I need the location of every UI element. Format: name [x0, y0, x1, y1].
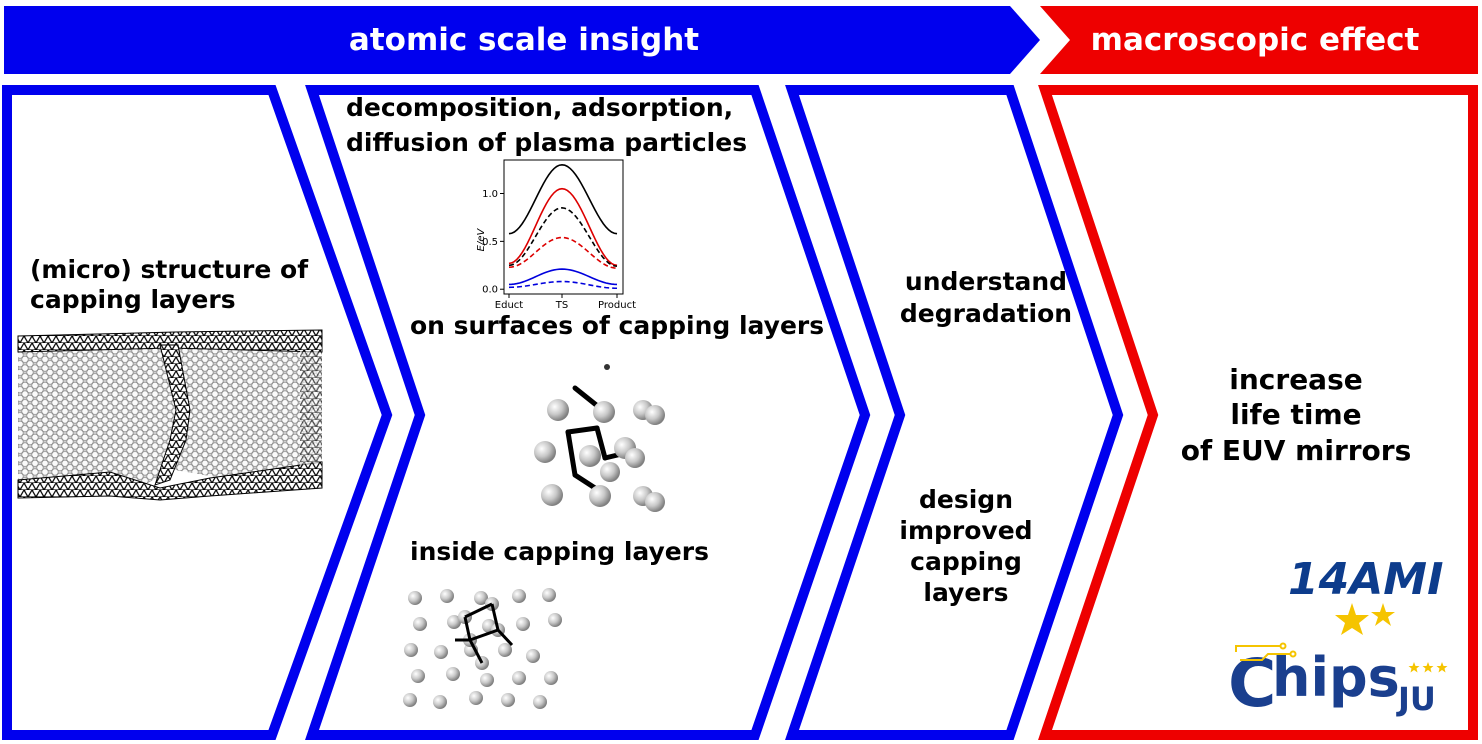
14ami-logo-text: 14AMI — [1288, 554, 1443, 605]
capping-layer-structure-image — [17, 329, 323, 501]
lattice-atom — [480, 673, 494, 687]
x-tick-label: TS — [555, 300, 568, 311]
lattice-atom — [474, 591, 488, 605]
chips-ju-logo: C hips JU — [1228, 642, 1448, 722]
bulk-molecule-image — [403, 588, 562, 709]
circuit-lines-icon — [1235, 642, 1297, 661]
small-stars-icon — [1408, 662, 1448, 673]
lattice-atom — [403, 693, 417, 707]
lattice-atom — [533, 695, 547, 709]
chart-frame — [503, 159, 624, 295]
surface-molecule-image — [534, 364, 665, 512]
series-line-5 — [508, 268, 618, 286]
chips-logo-c: C — [1228, 645, 1276, 722]
panel-structure — [2, 85, 393, 740]
panel1-line1: (micro) structure of — [30, 255, 309, 284]
panel-understand — [785, 85, 1124, 740]
series-line-3 — [508, 207, 618, 268]
macroscopic-title: macroscopic effect — [1091, 22, 1420, 58]
eu-stars-icon — [1335, 603, 1395, 635]
panel3-design-line2: improved — [899, 516, 1032, 545]
panel4-line1: increase — [1229, 363, 1362, 396]
molecule-bond — [490, 603, 500, 631]
panel2-top-line1: decomposition, adsorption, — [346, 93, 733, 122]
series-line-4 — [508, 236, 618, 269]
y-tick-label: 1.0 — [482, 189, 498, 200]
panel3-understand-line1: understand — [905, 267, 1067, 296]
x-tick-label: Educt — [495, 300, 524, 311]
panel3-design-line4: layers — [923, 578, 1008, 607]
lattice-atom — [447, 615, 461, 629]
lattice-atom — [413, 617, 427, 631]
series-line-1 — [508, 163, 618, 235]
atomic-scale-banner — [4, 6, 1040, 74]
panel-processes — [305, 85, 871, 740]
lattice-atom — [404, 643, 418, 657]
panel4-line2: life time — [1230, 398, 1361, 431]
lattice-atom — [498, 643, 512, 657]
lattice-atom — [516, 617, 530, 631]
lattice-atom — [544, 671, 558, 685]
lattice-atom — [512, 589, 526, 603]
molecule-bond — [463, 616, 472, 641]
macroscopic-banner — [1040, 6, 1478, 74]
atomic-scale-title: atomic scale insight — [349, 22, 699, 58]
y-tick-label: 0.5 — [482, 237, 498, 248]
lattice-atom — [411, 669, 425, 683]
lattice-atom — [526, 649, 540, 663]
lattice-atom — [408, 591, 422, 605]
molecule-bond — [496, 628, 514, 647]
molecule-bond — [469, 628, 499, 642]
panel1-line2: capping layers — [30, 285, 236, 314]
lattice-atom — [440, 589, 454, 603]
lattice-atom — [548, 613, 562, 627]
14ami-logo: 14AMI — [1288, 554, 1443, 635]
panel2-bottom-label: inside capping layers — [410, 537, 709, 566]
x-tick-label: Product — [598, 300, 636, 311]
lattice-atom — [512, 671, 526, 685]
panel3-understand-line2: degradation — [900, 299, 1072, 328]
molecule-bond — [464, 602, 493, 619]
lattice-atom — [542, 588, 556, 602]
lattice-atom — [501, 693, 515, 707]
lattice-atom — [446, 667, 460, 681]
panel3-design-line3: capping — [910, 547, 1022, 576]
lattice-atom — [469, 691, 483, 705]
series-line-6 — [508, 280, 618, 290]
molecule-bond — [468, 639, 484, 664]
panel3-design-line1: design — [919, 485, 1013, 514]
lattice-atom — [434, 645, 448, 659]
y-tick-label: 0.0 — [482, 285, 498, 296]
ju-logo-text: JU — [1396, 680, 1436, 718]
lattice-atom — [433, 695, 447, 709]
panel-effect — [1038, 85, 1478, 740]
series-line-2 — [508, 187, 618, 267]
panel2-top-line2: diffusion of plasma particles — [346, 128, 747, 157]
panel4-line3: of EUV mirrors — [1181, 434, 1412, 467]
panel2-mid-label: on surfaces of capping layers — [410, 311, 824, 340]
y-axis-label: E/eV — [476, 228, 487, 252]
